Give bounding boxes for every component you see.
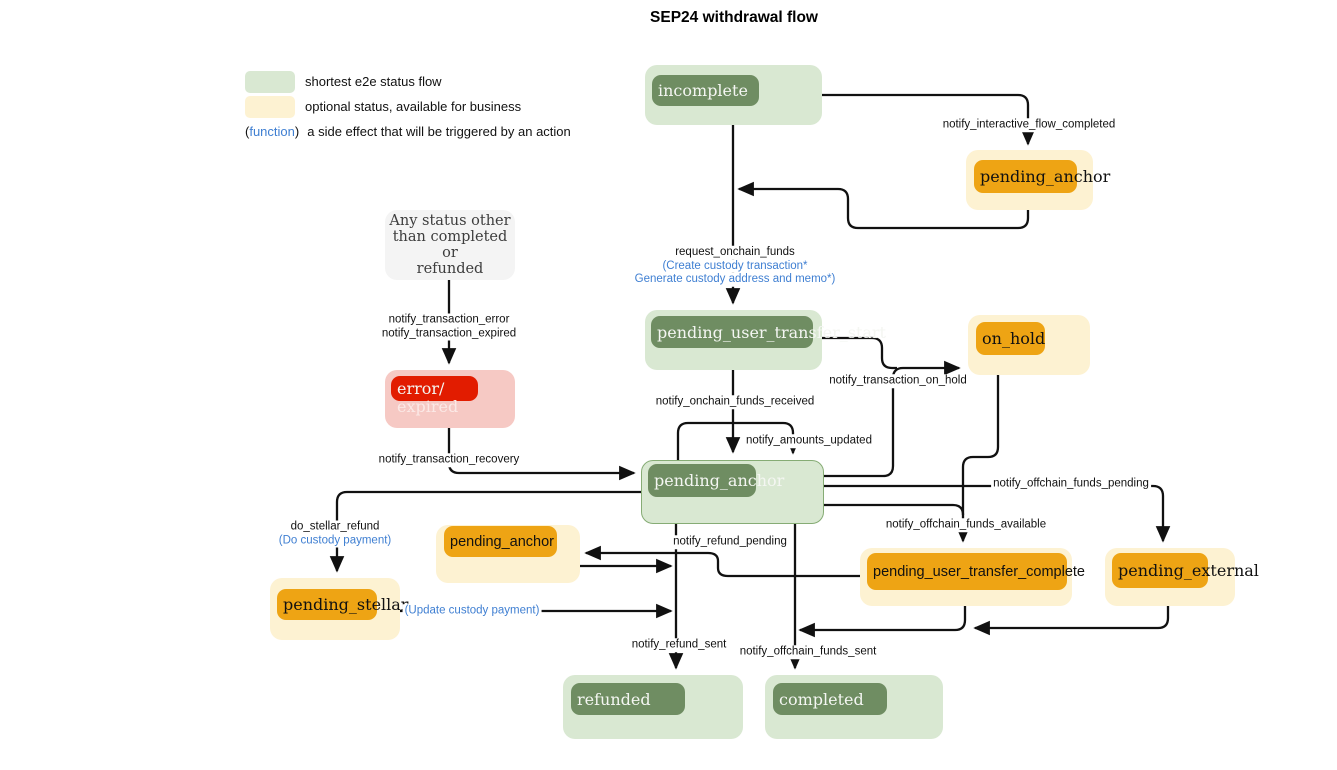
legend-label: shortest e2e status flow	[305, 74, 442, 89]
edge-label-line: notify_refund_pending	[671, 535, 789, 549]
edge-label-line: notify_transaction_recovery	[376, 453, 522, 467]
edge-label-line: do_stellar_refund	[276, 520, 394, 534]
node-label-pending-user-transfer-start: pending_user_transfer_start	[651, 316, 886, 348]
legend-swatch-yellow	[245, 95, 295, 118]
legend-row-shortest-flow: shortest e2e status flow	[245, 69, 571, 94]
edge-label-update-custody-payment: (Update custody payment)	[402, 604, 542, 618]
edge-center-to-putc	[822, 503, 965, 516]
legend-function-open: (	[245, 123, 250, 139]
node-label-pending-external: pending_external	[1112, 553, 1259, 588]
legend-label: a side effect that will be triggered by …	[307, 123, 571, 139]
node-label-on-hold: on_hold	[976, 322, 1045, 355]
edge-label-notify-offchain-funds-sent: notify_offchain_funds_sent	[737, 645, 879, 659]
edge-label-request-onchain-funds: request_onchain_funds(Create custody tra…	[632, 245, 838, 287]
edge-label-line: (Do custody payment)	[276, 534, 394, 548]
node-label-pending-anchor-center: pending_anchor	[648, 464, 784, 497]
node-text: Any status other	[389, 213, 511, 229]
page-title: SEP24 withdrawal flow	[650, 9, 818, 26]
node-label-pending-anchor-small: pending_anchor	[444, 526, 557, 557]
edge-label-notify-transaction-on-hold: notify_transaction_on_hold	[827, 374, 969, 388]
node-sublabel-error-expired: expired	[397, 397, 459, 416]
node-label-pending-user-transfer-complete: pending_user_transfer_complete	[867, 553, 1085, 590]
node-text: than completed or	[392, 229, 508, 261]
edge-label-notify-refund-sent: notify_refund_sent	[629, 638, 729, 652]
node-label-refunded: refunded	[571, 683, 685, 715]
edge-center-self-loop	[676, 421, 801, 460]
edge-center-to-pending-stellar	[329, 490, 641, 573]
edge-pending-external-to-completed-line	[973, 606, 1170, 636]
node-label-pending-anchor-top: pending_anchor	[974, 160, 1110, 193]
node-label-pending-stellar: pending_stellar	[277, 589, 408, 620]
legend-function-word: function	[249, 123, 295, 139]
legend: shortest e2e status flow optional status…	[245, 69, 571, 143]
legend-row-optional-status: optional status, available for business	[245, 94, 571, 119]
legend-row-function: (function) a side effect that will be tr…	[245, 119, 571, 143]
edge-label-notify-onchain-funds-received: notify_onchain_funds_received	[653, 395, 817, 409]
edge-putc-to-small-anchor	[584, 545, 860, 578]
edge-label-notify-offchain-funds-available: notify_offchain_funds_available	[883, 518, 1049, 532]
edge-label-notify-refund-pending: notify_refund_pending	[671, 535, 789, 549]
node-label-completed: completed	[773, 683, 887, 715]
edge-pending-anchor-top-back	[737, 181, 1030, 230]
edge-label-notify-offchain-funds-pending: notify_offchain_funds_pending	[991, 477, 1151, 491]
edge-center-to-onhold-b	[822, 360, 961, 478]
edge-putc-to-completed-line	[798, 606, 967, 638]
edge-label-line: notify_refund_sent	[629, 638, 729, 652]
edge-label-line: (Create custody transaction*	[632, 259, 838, 273]
edge-puts-to-onhold-a	[822, 336, 897, 370]
edge-label-line: request_onchain_funds	[632, 245, 838, 260]
edge-label-line: (Update custody payment)	[402, 604, 542, 618]
legend-label: optional status, available for business	[305, 99, 522, 114]
edge-label-line: notify_offchain_funds_pending	[991, 477, 1151, 491]
edge-label-line: notify_offchain_funds_available	[883, 518, 1049, 532]
node-text: refunded	[416, 261, 484, 277]
edge-onhold-to-putc	[955, 375, 1000, 543]
legend-swatch-green	[245, 70, 295, 93]
edge-label-notify-amounts-updated: notify_amounts_updated	[744, 434, 874, 448]
edge-label-line: notify_transaction_on_hold	[827, 374, 969, 388]
edge-label-line: notify_transaction_expired	[379, 327, 519, 341]
edge-label-line: notify_amounts_updated	[744, 434, 874, 448]
edge-label-line: notify_offchain_funds_sent	[737, 645, 879, 659]
edge-label-do-stellar-refund: do_stellar_refund(Do custody payment)	[276, 520, 394, 548]
edge-label-line: notify_onchain_funds_received	[653, 395, 817, 409]
edge-label-line: notify_interactive_flow_completed	[940, 118, 1118, 132]
edge-label-line: Generate custody address and memo*)	[632, 272, 838, 287]
edge-label-notify-transaction-recovery: notify_transaction_recovery	[376, 453, 522, 467]
node-label-error-expired: error/	[391, 376, 478, 401]
edge-center-to-pending-external	[822, 484, 1171, 543]
edge-incomplete-to-pending-anchor-top	[822, 93, 1036, 146]
legend-function-close: )	[294, 123, 300, 139]
edge-label-line: notify_transaction_error	[379, 313, 519, 327]
node-label-incomplete: incomplete	[652, 75, 759, 106]
edge-label-notify-interactive-flow-completed: notify_interactive_flow_completed	[940, 118, 1118, 132]
